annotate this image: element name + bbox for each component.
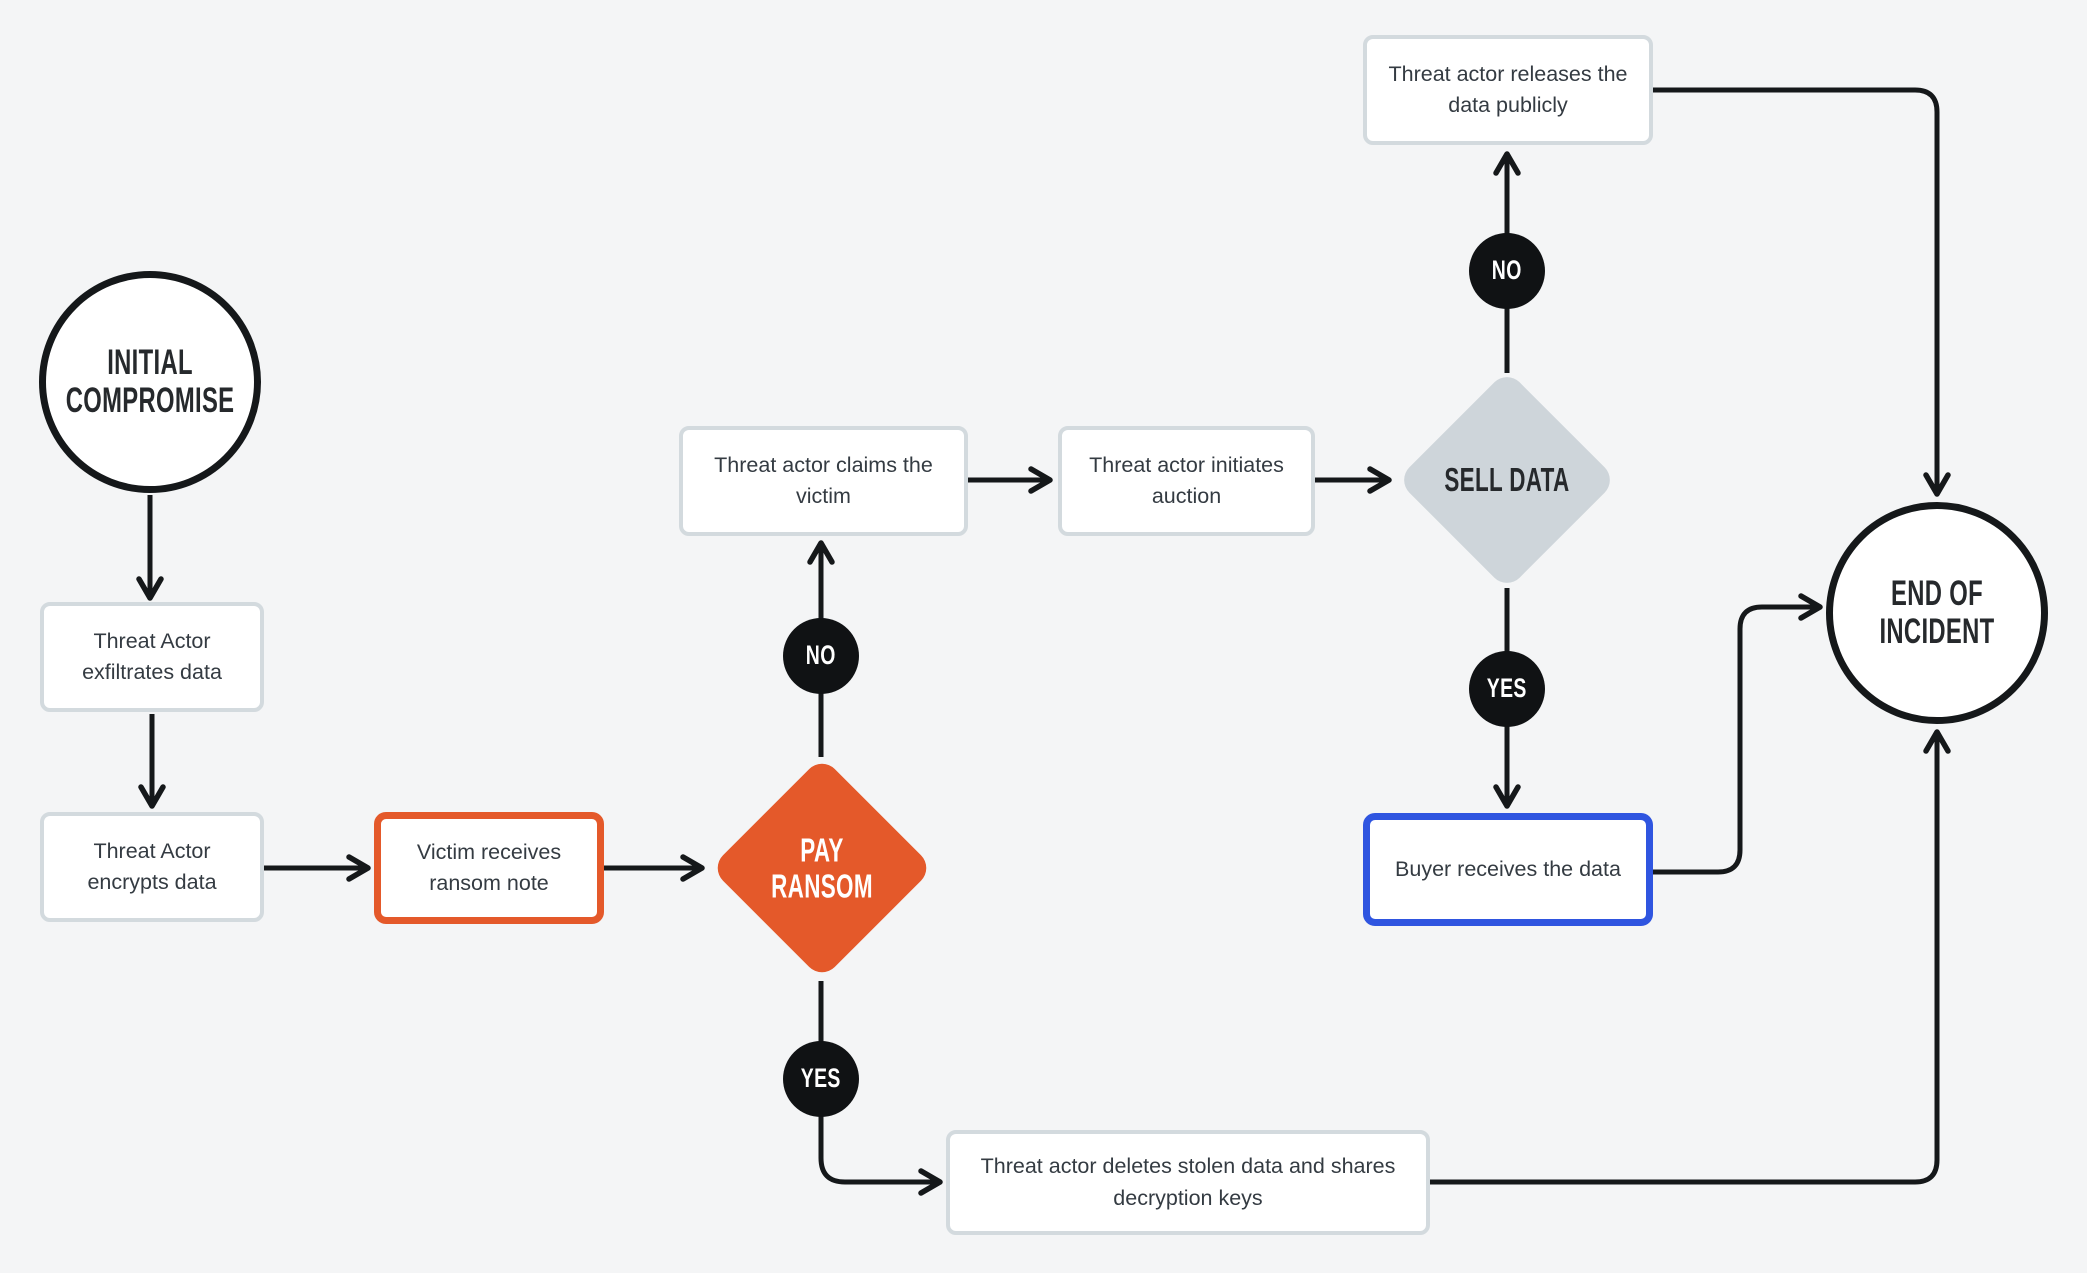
node-releases-publicly-label: Threat actor releases the data publicly	[1388, 61, 1628, 117]
node-pay-ransom-label: PAY RANSOM	[771, 831, 873, 904]
node-ransom-note-label: Victim receives ransom note	[416, 839, 562, 895]
badge-pay-ransom-yes: YES	[783, 1041, 859, 1117]
node-claims-victim-label: Threat actor claims the victim	[714, 452, 933, 508]
node-deletes-data-label: Threat actor deletes stolen data and sha…	[980, 1154, 1396, 1210]
badge-sell-data-yes-label: YES	[1487, 673, 1527, 704]
node-encrypts-data: Threat Actor encrypts data	[40, 812, 264, 922]
node-end-of-incident: END OF INCIDENT	[1826, 502, 2048, 724]
node-buyer-receives: Buyer receives the data	[1363, 813, 1653, 926]
node-pay-ransom: PAY RANSOM	[710, 756, 934, 980]
badge-pay-ransom-yes-label: YES	[801, 1063, 841, 1094]
badge-pay-ransom-no: NO	[783, 618, 859, 694]
node-sell-data-label: SELL DATA	[1444, 461, 1570, 499]
badge-pay-ransom-no-label: NO	[806, 640, 836, 671]
node-end-of-incident-label: END OF INCIDENT	[1879, 574, 1995, 651]
node-initial-compromise-label: INITIAL COMPROMISE	[65, 343, 235, 420]
badge-sell-data-no-label: NO	[1492, 255, 1522, 286]
node-claims-victim: Threat actor claims the victim	[679, 426, 968, 536]
node-ransom-note: Victim receives ransom note	[374, 812, 604, 924]
badge-sell-data-no: NO	[1469, 233, 1545, 309]
node-initial-compromise: INITIAL COMPROMISE	[39, 271, 261, 493]
node-releases-publicly: Threat actor releases the data publicly	[1363, 35, 1653, 145]
node-initiates-auction: Threat actor initiates auction	[1058, 426, 1315, 536]
edge-releases-to-end	[1653, 87, 1951, 497]
edge-buyer-to-end	[1653, 593, 1823, 875]
node-exfiltrates-data: Threat Actor exfiltrates data	[40, 602, 264, 712]
node-sell-data: SELL DATA	[1396, 369, 1618, 591]
badge-sell-data-yes: YES	[1469, 651, 1545, 727]
node-exfiltrates-data-label: Threat Actor exfiltrates data	[82, 628, 222, 684]
node-deletes-data: Threat actor deletes stolen data and sha…	[946, 1130, 1430, 1235]
node-encrypts-data-label: Threat Actor encrypts data	[87, 838, 217, 894]
node-initiates-auction-label: Threat actor initiates auction	[1089, 452, 1284, 508]
node-buyer-receives-label: Buyer receives the data	[1395, 856, 1621, 881]
edge-pay-ransom-yes-to-deletes	[818, 981, 943, 1196]
edge-deletes-to-end	[1430, 729, 1951, 1185]
